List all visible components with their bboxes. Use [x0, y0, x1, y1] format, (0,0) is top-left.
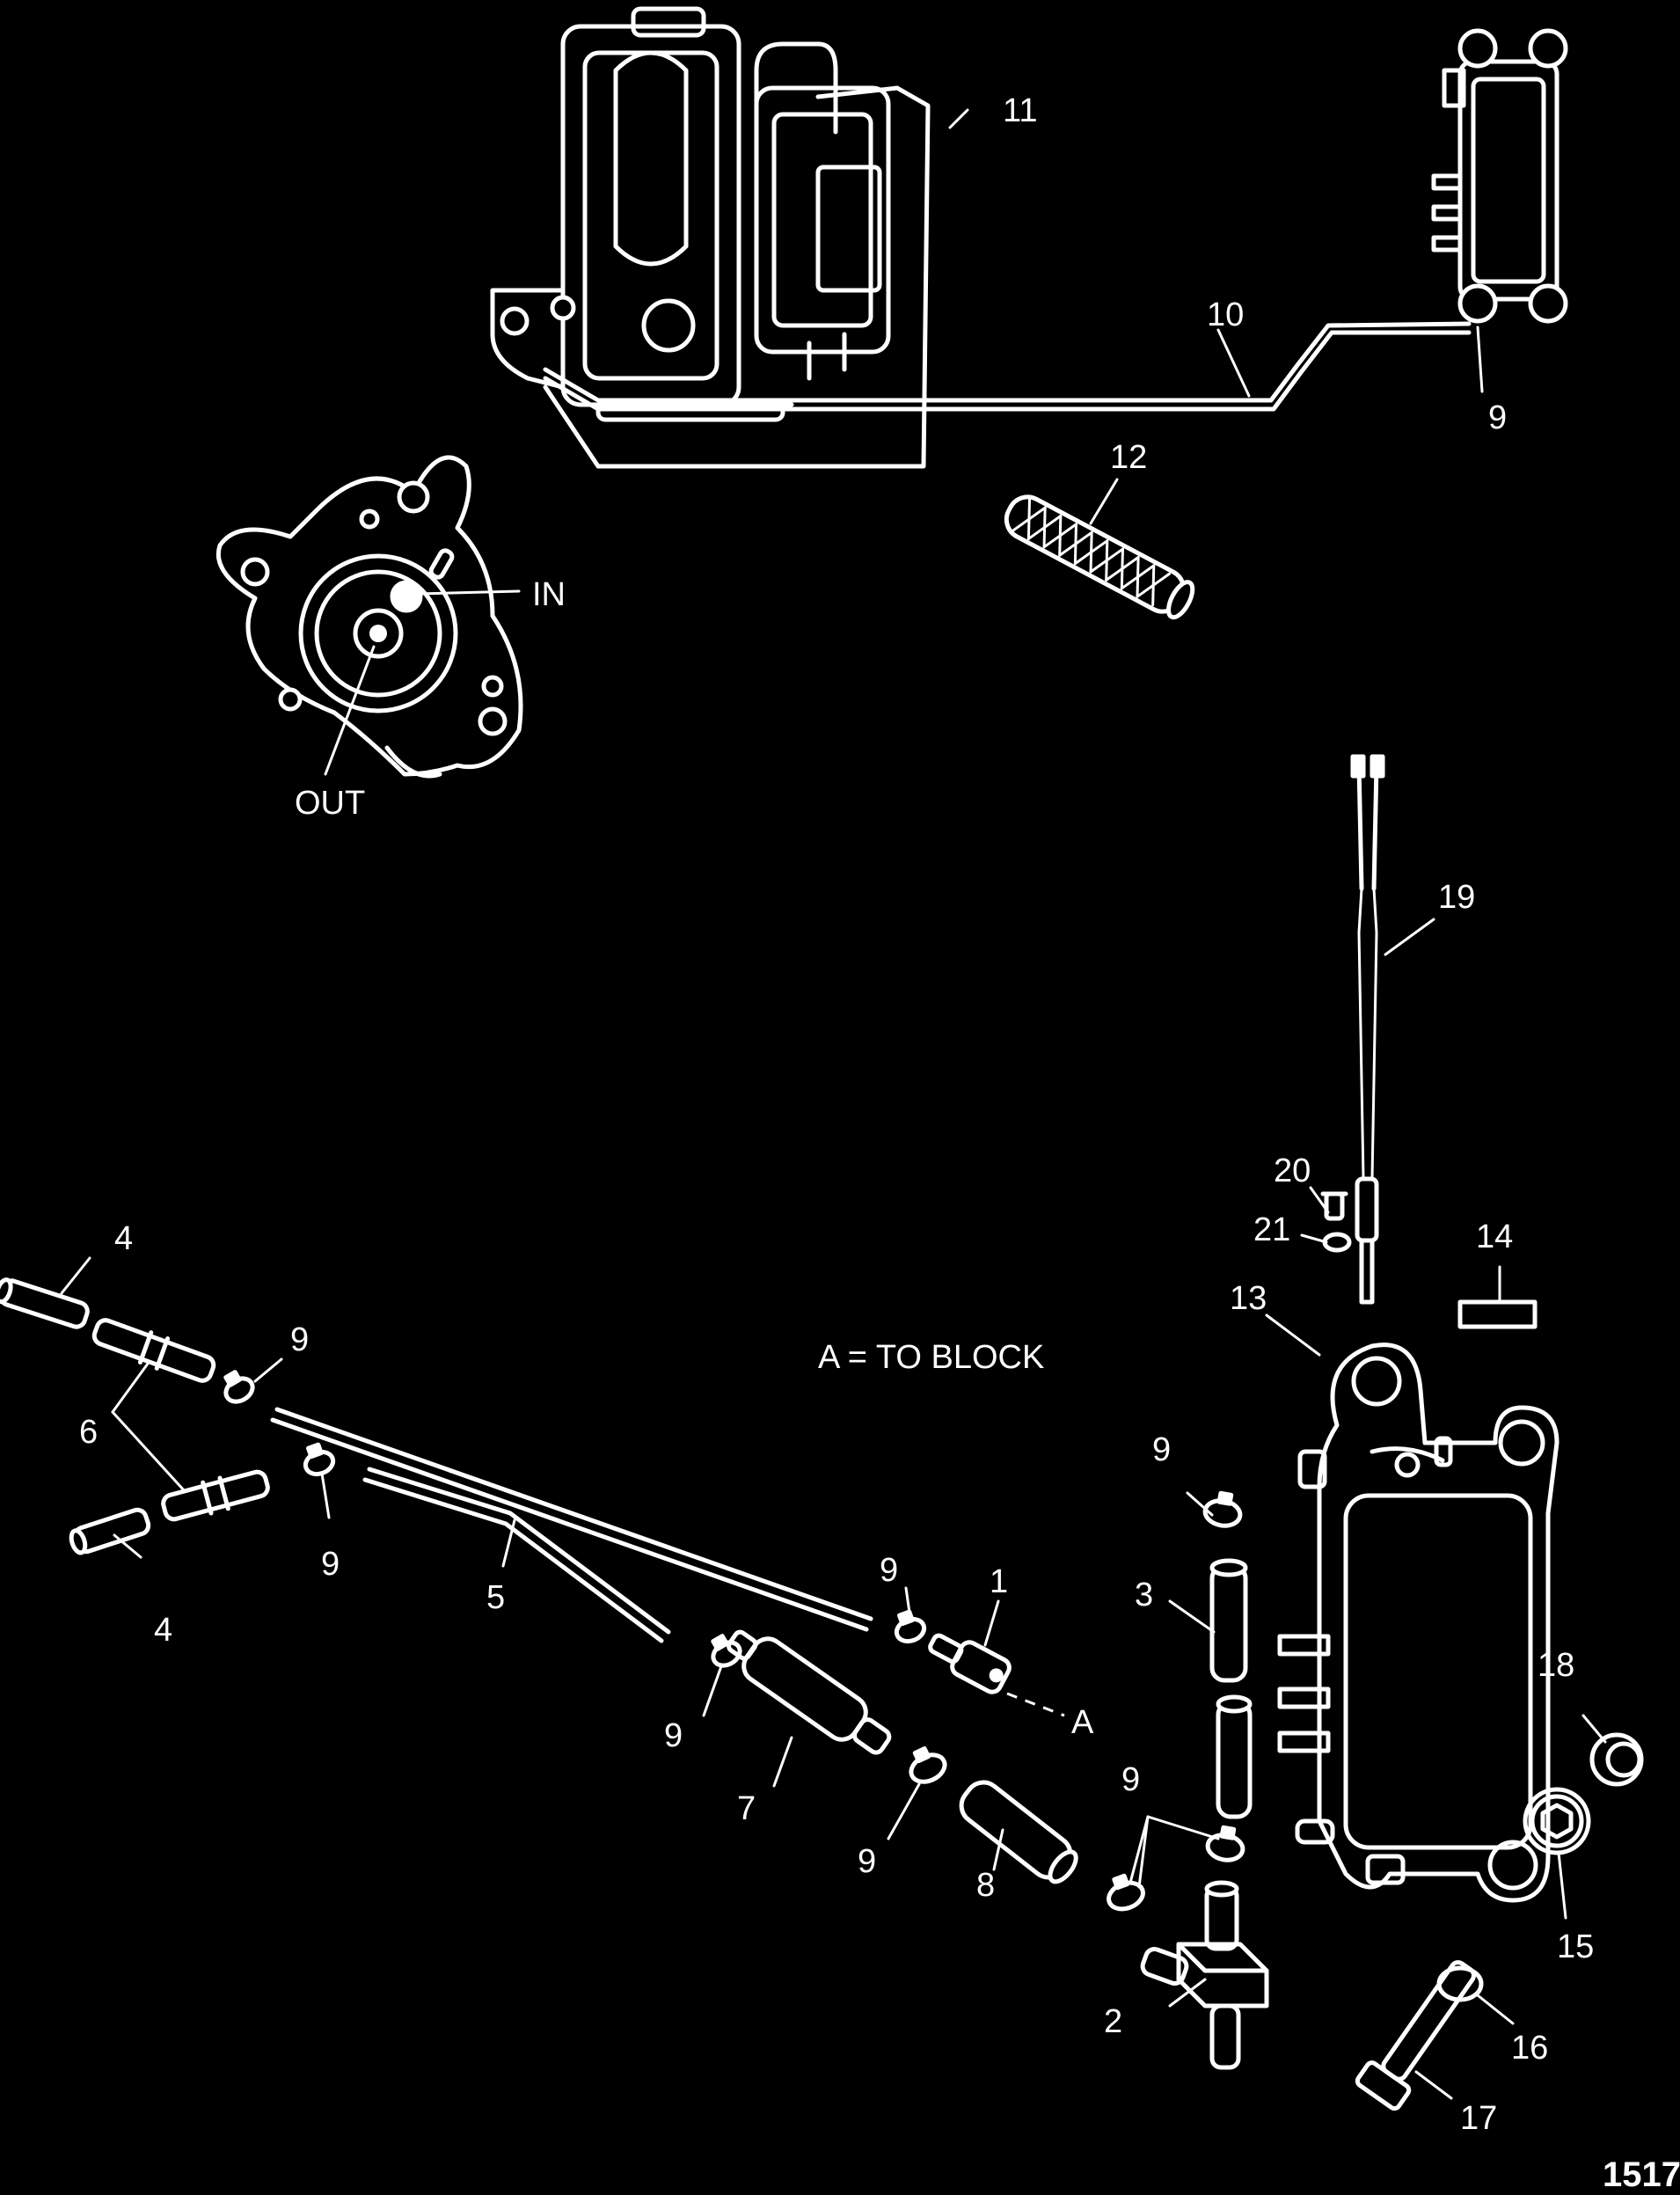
callout-4-top: 4 [114, 1220, 133, 1257]
sensor-harness-19 [1350, 754, 1385, 1305]
callout-9-c: 9 [880, 1552, 898, 1589]
y-hose-5 [270, 1407, 873, 1643]
callout-17: 17 [1460, 2100, 1497, 2137]
label-out: OUT [295, 785, 365, 822]
filter-7 [727, 1629, 892, 1755]
bolt-17 [1355, 1960, 1477, 2111]
callout-10: 10 [1207, 296, 1244, 333]
hose-4-lower [69, 1507, 151, 1555]
callout-20: 20 [1274, 1152, 1311, 1189]
callout-numbers: 11 10 9 12 19 20 21 14 13 4 9 6 9 4 5 9 … [79, 92, 1594, 2137]
connector-6-upper [91, 1318, 216, 1383]
callout-9-top: 9 [1488, 399, 1507, 436]
callout-6: 6 [79, 1414, 98, 1451]
callout-18: 18 [1538, 1647, 1574, 1684]
connector-6-lower [161, 1469, 270, 1522]
clamp-9-2 [303, 1442, 336, 1477]
figure-number: 1517 [1603, 2155, 1680, 2194]
label-in: IN [532, 576, 566, 613]
fuel-line-11 [543, 85, 931, 469]
callout-5: 5 [486, 1579, 505, 1616]
callout-4-bottom: 4 [154, 1612, 172, 1649]
hose-3 [1209, 1558, 1253, 1819]
callout-11: 11 [1003, 92, 1037, 129]
fitting-1 [928, 1633, 1012, 1694]
hose-8 [959, 1780, 1078, 1884]
callout-14: 14 [1476, 1218, 1513, 1255]
callout-16: 16 [1511, 2030, 1548, 2067]
cooler-13 [1277, 1343, 1559, 1903]
engine-block [490, 6, 891, 422]
callout-3: 3 [1135, 1577, 1153, 1613]
screw-20 [1320, 1191, 1348, 1221]
callout-13: 13 [1230, 1280, 1267, 1317]
braided-sleeve-12 [1004, 494, 1195, 620]
cooler-mounted [1431, 28, 1568, 324]
callout-21: 21 [1253, 1211, 1290, 1248]
tee-fitting-2 [1140, 1880, 1269, 2070]
callout-19: 19 [1438, 879, 1475, 916]
callout-a: A [1071, 1704, 1094, 1741]
callout-1: 1 [990, 1563, 1008, 1600]
callout-8: 8 [976, 1867, 995, 1904]
fuel-pump-base [215, 455, 523, 779]
callout-15: 15 [1557, 1928, 1594, 1965]
legend-a-to-block: A = TO BLOCK [818, 1339, 1044, 1376]
callout-9-e: 9 [664, 1717, 683, 1754]
callout-9-b: 9 [321, 1546, 340, 1583]
clamp-9-7 [1205, 1825, 1245, 1862]
clamp-9-6 [909, 1746, 947, 1784]
callout-12: 12 [1110, 439, 1147, 476]
callout-9-f: 9 [858, 1843, 876, 1880]
callout-2: 2 [1104, 2003, 1122, 2040]
clamp-9-1 [223, 1370, 255, 1404]
callout-9-a: 9 [290, 1321, 309, 1358]
decal-14 [1457, 1299, 1538, 1329]
clamp-9-3 [1202, 1490, 1243, 1528]
callout-9-g: 9 [1121, 1761, 1140, 1798]
fuel-line-10 [543, 321, 1472, 412]
hose-4-upper [0, 1277, 90, 1329]
callout-7: 7 [737, 1790, 756, 1827]
leader-lines [60, 108, 1607, 2100]
washer-21 [1322, 1232, 1352, 1253]
plug-15 [1523, 1787, 1591, 1855]
cap-18 [1589, 1732, 1644, 1787]
callout-9-d: 9 [1152, 1431, 1171, 1468]
clamp-9-8 [1107, 1873, 1145, 1912]
clamp-9-5 [711, 1634, 742, 1668]
